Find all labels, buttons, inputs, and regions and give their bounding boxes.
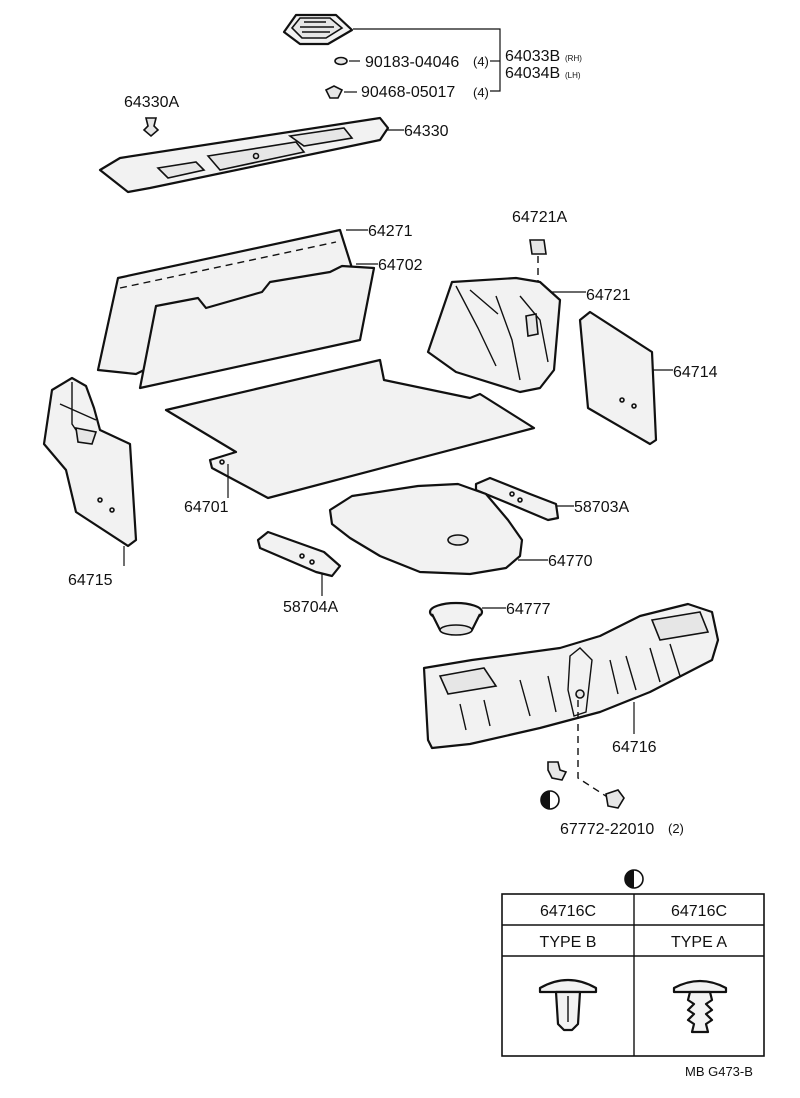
clip-type-a-drawing (672, 979, 728, 1034)
fastener-left (547, 761, 568, 781)
clip-type-b-drawing (538, 978, 598, 1032)
spare-cover-64770 (328, 482, 524, 576)
cap-64777 (428, 601, 484, 636)
label-64702: 64702 (378, 257, 423, 274)
label-58703a: 58703A (574, 499, 629, 516)
cover-64714 (578, 310, 658, 446)
half-circle-symbol-table (624, 869, 644, 889)
cover-64702 (138, 264, 376, 390)
label-64770: 64770 (548, 553, 593, 570)
label-90468: 90468-05017 (361, 84, 455, 101)
figure-code: MB G473-B (685, 1064, 753, 1079)
plate-58704a (256, 530, 342, 578)
clip-64721a (529, 239, 547, 255)
clip-90183 (334, 56, 348, 66)
table-col1-type: TYPE B (540, 934, 597, 951)
label-67772: 67772-22010 (560, 821, 654, 838)
label-64715: 64715 (68, 572, 113, 589)
label-64330: 64330 (404, 123, 449, 140)
clip-type-table (501, 893, 765, 1057)
rear-trim-64716 (422, 602, 720, 750)
side-trim-64715 (42, 376, 138, 548)
label-90183: 90183-04046 (365, 54, 459, 71)
label-64034b-suffix: (LH) (565, 71, 581, 80)
label-90183-qty: (4) (473, 54, 489, 69)
label-64033b: 64033B (505, 48, 560, 65)
label-64701: 64701 (184, 499, 229, 516)
label-58704a: 58704A (283, 599, 338, 616)
side-trim-64721 (426, 276, 562, 394)
floor-mat-64701 (164, 358, 536, 500)
label-64721: 64721 (586, 287, 631, 304)
package-tray-64330 (98, 116, 390, 194)
label-64034b: 64034B (505, 65, 560, 82)
table-col1-part: 64716C (540, 903, 596, 920)
label-64330a: 64330A (124, 94, 179, 111)
label-64721a: 64721A (512, 209, 567, 226)
label-64716: 64716 (612, 739, 657, 756)
label-90468-qty: (4) (473, 85, 489, 100)
label-64271: 64271 (368, 223, 413, 240)
label-64033b-suffix: (RH) (565, 54, 582, 63)
speaker-cover-64033b (282, 13, 354, 46)
label-64777: 64777 (506, 601, 551, 618)
table-col2-type: TYPE A (671, 934, 727, 951)
table-col2-part: 64716C (671, 903, 727, 920)
half-circle-symbol-callout (540, 790, 560, 810)
label-67772-qty: (2) (668, 821, 684, 836)
nut-90468 (324, 85, 344, 99)
clip-64330a (142, 117, 160, 138)
fastener-right (605, 789, 625, 809)
label-64714: 64714 (673, 364, 718, 381)
